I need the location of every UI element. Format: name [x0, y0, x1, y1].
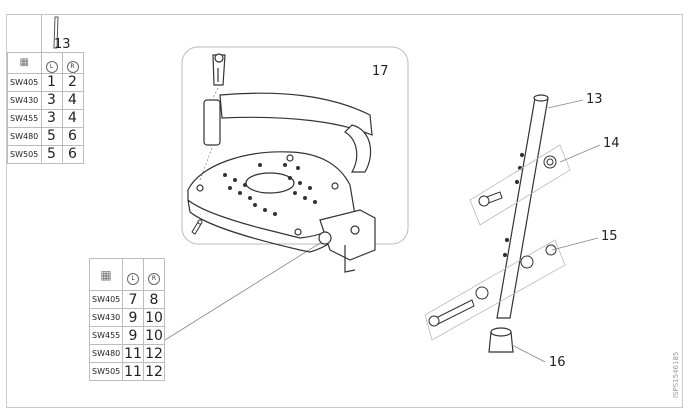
footplate-strap [203, 92, 373, 173]
part-number-label: 13 [40, 14, 83, 53]
callout-14: 14 [603, 136, 620, 151]
left-marker: L [127, 272, 139, 285]
assembly-lines [199, 87, 219, 181]
right-marker: R [148, 272, 160, 285]
bolt-15 [428, 244, 557, 327]
callout-13: 13 [586, 92, 603, 107]
strap-clip [212, 53, 226, 86]
callout-16: 16 [549, 355, 566, 370]
footplate [187, 151, 357, 253]
bolt-group-15-box [424, 239, 566, 341]
leg-tube [496, 94, 549, 319]
wheelchair-icon: ▦ [89, 258, 123, 291]
callout-15: 15 [601, 229, 618, 244]
detail-box [181, 46, 409, 245]
small-screw [191, 219, 203, 235]
leader-line-table [164, 239, 326, 341]
callout-leaders [511, 99, 601, 363]
bolt-14 [478, 155, 557, 207]
bolt-group-14-box [469, 144, 571, 226]
callout-17: 17 [372, 64, 389, 79]
right-marker: R [66, 60, 79, 73]
hinge-block [318, 209, 376, 273]
left-marker: L [45, 60, 58, 73]
glide-cap-16 [488, 327, 514, 353]
drawing-frame [6, 14, 683, 408]
wheelchair-icon: ▦ [7, 51, 42, 74]
reference-code: ISPS1546185 [672, 351, 680, 398]
